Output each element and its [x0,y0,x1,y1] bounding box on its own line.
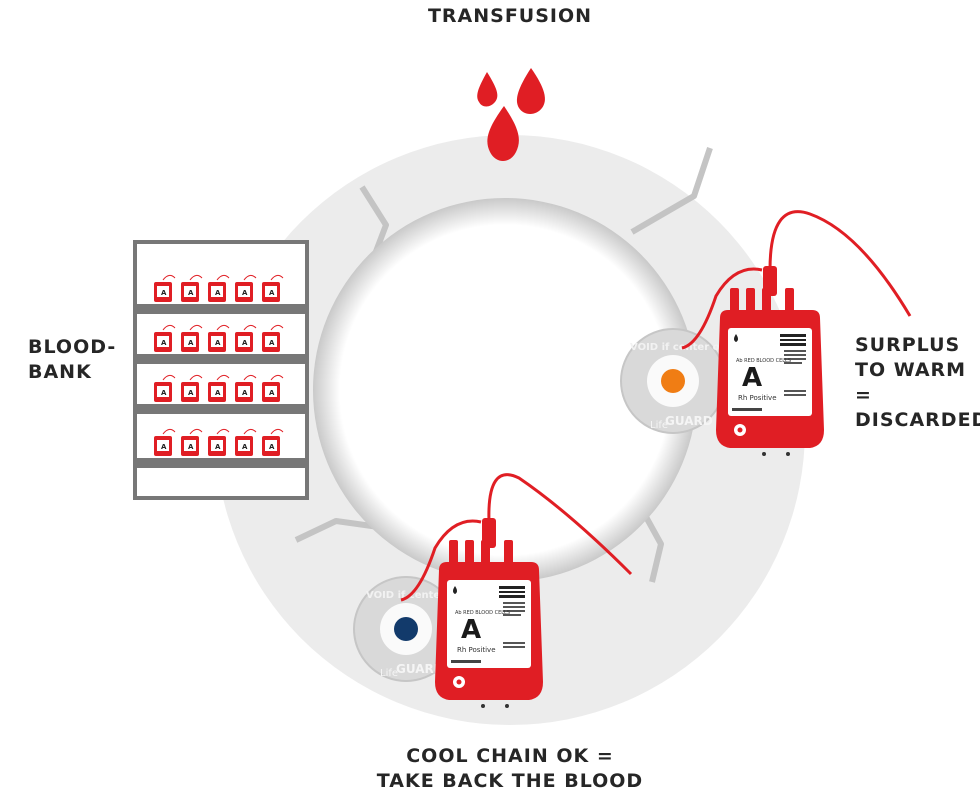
indicator-center-dot [394,617,418,641]
svg-text:Rh Positive: Rh Positive [738,394,777,402]
svg-text:GUARD: GUARD [665,414,713,428]
svg-text:A: A [461,615,481,645]
transfusion-label: TRANSFUSION [427,5,593,27]
svg-text:Life: Life [650,420,668,431]
blood-bag-icon: Ab RED BLOOD CELLS A Rh Positive [680,210,912,458]
svg-text:VOID if center orange: VOID if center orange [366,590,488,601]
svg-text:VOID if center orange: VOID if center orange [630,342,752,353]
temperature-indicator-icon: Life GUARD VOID if center orange [620,328,752,434]
surplus-label: SURPLUS TO WARM = DISCARDED [855,334,980,431]
cool-chain-label: COOL CHAIN OK = TAKE BACK THE BLOOD [376,745,644,792]
svg-text:Life: Life [380,668,398,679]
svg-text:GUARD: GUARD [396,662,444,676]
svg-text:Ab RED BLOOD CELLS: Ab RED BLOOD CELLS [736,358,791,364]
cycle-ring [215,135,805,725]
svg-text:Ab RED BLOOD CELLS: Ab RED BLOOD CELLS [455,610,510,616]
svg-text:Rh Positive: Rh Positive [457,646,496,654]
temperature-indicator-icon: Life GUARD VOID if center orange [353,576,488,682]
svg-text:A: A [742,363,762,393]
blood-bag-icon: Ab RED BLOOD CELLS A Rh Positive [399,473,633,710]
blood-bank-label: BLOOD- BANK [28,336,117,383]
indicator-center-dot [661,369,685,393]
blood-drops-icon [477,68,545,161]
blood-bank-shelf-icon [133,240,309,500]
